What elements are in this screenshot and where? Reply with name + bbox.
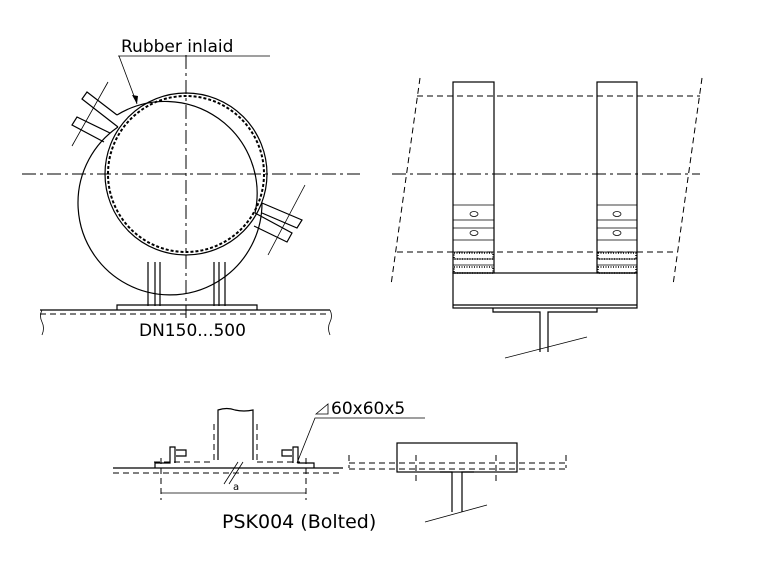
base-plate [116,304,258,310]
angle-right [281,446,315,468]
detail-side-plate [396,442,518,473]
clamp-inner [104,92,268,256]
bolt-axis-right [267,184,306,256]
t-beam [492,308,598,352]
detail-t-beam [440,471,474,512]
column-hidden [154,420,300,463]
strap-left [452,81,495,274]
detail-side-hidden [348,455,567,485]
break-lines [40,309,332,336]
pipe-edge-left [390,77,421,286]
lug-upper-left-2 [71,116,111,143]
break-symbol [223,461,244,485]
angle-left [154,446,187,468]
lug-upper-left-1 [81,91,119,128]
size-range-label: DN150...500 [139,321,246,341]
dim-ext-lines [160,458,307,500]
angle-size-label: 60x60x5 [331,399,405,419]
angle-leader [296,417,425,464]
rubber-label: Rubber inlaid [121,37,233,57]
detail-view: a 60x60x5 PSK004 (Bolted) [113,399,567,533]
side-base-plate [452,272,638,309]
bolt-axis-left [71,81,109,147]
arrow-icon [132,95,138,104]
clamp-outer-upper [116,100,258,214]
angle-symbol-icon [314,403,329,415]
pipe-edge-right [672,77,703,286]
detail-break-line [424,504,488,523]
clamp-outer-lower [77,126,263,296]
break-line [504,336,588,359]
lug-lower-right-1 [261,202,303,229]
dim-a-label: a [233,482,239,493]
rubber-inlay [107,95,265,253]
column-stub [217,407,254,460]
side-view [390,77,703,359]
front-view: DN150...500 Rubber inlaid [22,37,360,341]
lug-lower-right-2 [253,212,293,243]
strap-right [596,81,638,274]
support-leg-left [147,262,161,306]
title-label: PSK004 (Bolted) [222,511,376,533]
support-leg-right [213,262,226,306]
